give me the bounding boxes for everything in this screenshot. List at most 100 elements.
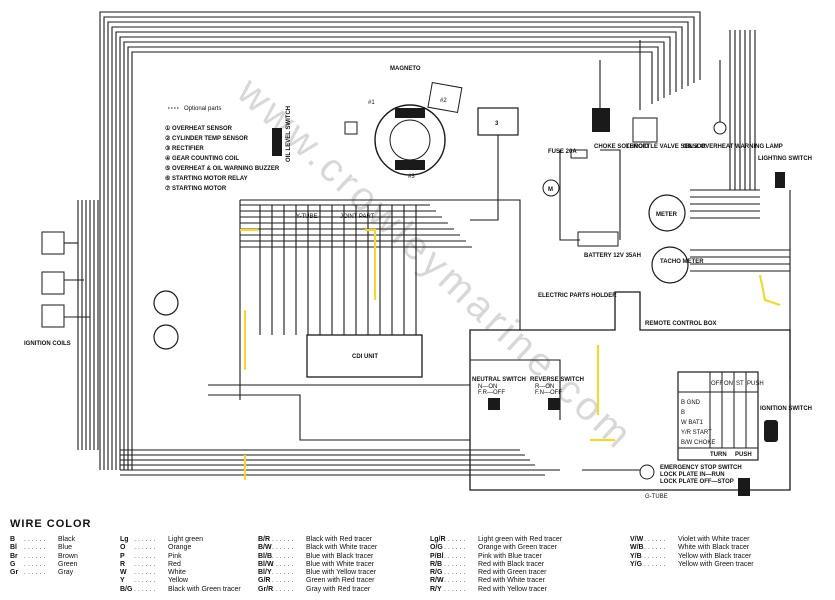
svg-text:① OVERHEAT SENSOR: ① OVERHEAT SENSOR: [165, 125, 233, 132]
wire-color-leader: . . . . . .: [444, 552, 466, 560]
svg-text:TURN: TURN: [710, 452, 727, 458]
wire-color-name: Brown: [58, 552, 78, 560]
cdi-unit: CDI UNIT: [306, 334, 423, 378]
svg-text:#1: #1: [368, 100, 375, 106]
oil-level-switch: OIL LEVEL SWITCH: [272, 106, 292, 162]
wire-color-name: Blue with White tracer: [306, 560, 375, 568]
wire-color-column: Lg/R. . . . . .Light green with Red trac…: [430, 536, 562, 594]
wire-color-entry: Br. . . . . .Brown: [10, 553, 78, 561]
wire-color-name: Pink with Blue tracer: [478, 552, 542, 560]
oil-overheat-lamp: OIL & OVERHEAT WARNING LAMP: [683, 121, 783, 150]
wire-color-code: R/B: [430, 560, 443, 568]
svg-text:⑥ STARTING MOTOR RELAY: ⑥ STARTING MOTOR RELAY: [165, 175, 248, 182]
svg-text:⑤ OVERHEAT & OIL WARNING BUZZE: ⑤ OVERHEAT & OIL WARNING BUZZER: [165, 165, 280, 172]
wire-color-code: R/W: [430, 577, 444, 585]
wire-color-entry: Y/B. . . . . .Yellow with Black tracer: [630, 553, 754, 561]
electric-parts-holder: ELECTRIC PARTS HOLDER: [538, 293, 617, 299]
emergency-stop-switch: EMERGENCY STOP SWITCH LOCK PLATE IN—RUN …: [639, 464, 750, 500]
svg-text:CDI UNIT: CDI UNIT: [352, 354, 378, 360]
wire-bundle: [64, 11, 791, 476]
svg-text:② CYLINDER TEMP SENSOR: ② CYLINDER TEMP SENSOR: [165, 135, 249, 142]
wire-color-name: Yellow with Black tracer: [678, 552, 752, 560]
g-tube-label: G-TUBE: [645, 494, 668, 500]
wire-color-code: Lg: [120, 536, 129, 543]
wire-color-code: Y: [120, 577, 125, 585]
wire-color-entry: Gr/R. . . . . .Gray with Red tracer: [258, 586, 377, 594]
svg-text:BATTERY 12V 35AH: BATTERY 12V 35AH: [584, 253, 641, 259]
wire-color-entry: W. . . . . .White: [120, 569, 241, 577]
wire-color-code: Y/B: [630, 552, 642, 560]
wire-color-entry: Bl/B. . . . . .Blue with Black tracer: [258, 553, 377, 561]
wire-color-entry: W/B. . . . . .White with Black tracer: [630, 544, 754, 552]
wire-color-code: V/W: [630, 536, 644, 543]
wire-color-name: Red with Yellow tracer: [478, 585, 547, 593]
wire-color-name: Black with White tracer: [306, 544, 378, 552]
wire-color-code: O: [120, 544, 126, 552]
wire-color-entry: P . . . . . . Pink: [120, 553, 241, 561]
svg-text:B: B: [681, 410, 685, 416]
svg-text:④ GEAR COUNTING COIL: ④ GEAR COUNTING COIL: [165, 155, 239, 162]
wire-color-code: Bl/B: [258, 552, 272, 560]
ignition-coils: IGNITION COILS: [24, 231, 71, 347]
remote-control-box: REMOTE CONTROL BOX: [469, 291, 791, 491]
tacho-meter: TACHO METER: [651, 246, 704, 284]
lighting-switch: LIGHTING SWITCH: [758, 156, 812, 188]
wire-color-name: Green with Red tracer: [306, 577, 375, 585]
svg-text:PUSH: PUSH: [747, 381, 764, 387]
svg-text:⑦ STARTING MOTOR: ⑦ STARTING MOTOR: [165, 185, 227, 192]
wire-color-leader: . . . . . .: [134, 560, 156, 568]
wire-color-leader: . . . . . .: [644, 544, 666, 552]
svg-text:③ RECTIFIER: ③ RECTIFIER: [165, 145, 204, 152]
wire-color-code: G/R: [258, 577, 271, 585]
wire-color-entry: B/R. . . . . .Black with Red tracer: [258, 536, 377, 544]
wire-color-leader: . . . . . .: [644, 536, 666, 543]
wire-color-code: P: [120, 552, 125, 560]
wire-color-leader: . . . . . .: [272, 544, 294, 552]
svg-text:N—ON: N—ON: [478, 384, 497, 390]
svg-text:F.R—OFF: F.R—OFF: [478, 390, 505, 396]
fuse: FUSE 20A: [548, 149, 588, 159]
wire-color-entry: G/R. . . . . .Green with Red tracer: [258, 577, 377, 585]
wire-color-leader: . . . . . .: [134, 552, 156, 560]
wire-color-entry: P/Bl. . . . . .Pink with Blue tracer: [430, 553, 562, 561]
wire-color-leader: . . . . . .: [272, 536, 294, 543]
wire-color-name: Light green: [168, 536, 204, 543]
wire-color-name: Black: [58, 536, 76, 543]
svg-text:Y/R START: Y/R START: [681, 430, 712, 436]
reverse-switch: REVERSE SWITCH R—ON F.N—OFF: [530, 377, 584, 410]
wire-color-code: B/G: [120, 585, 133, 593]
wire-color-code: O/G: [430, 544, 443, 552]
svg-text:LOCK PLATE IN—RUN: LOCK PLATE IN—RUN: [660, 472, 725, 478]
rectifier-label: 3: [495, 121, 499, 127]
neutral-switch: NEUTRAL SWITCH N—ON F.R—OFF: [472, 377, 526, 410]
wire-color-leader: . . . . . .: [24, 536, 46, 543]
wire-color-leader: . . . . . .: [24, 544, 46, 552]
svg-text:R—ON: R—ON: [535, 384, 554, 390]
wire-color-name: Yellow: [168, 577, 188, 585]
wire-color-leader: . . . . . .: [444, 577, 466, 585]
wire-color-name: Red with Green tracer: [478, 569, 547, 577]
wire-color-entry: Bl. . . . . .Blue: [10, 544, 78, 552]
wire-color-leader: . . . . . .: [24, 569, 46, 577]
svg-text:ON: ON: [724, 381, 733, 387]
wire-color-name: Pink: [168, 552, 182, 560]
wire-color-name: Red with Black tracer: [478, 560, 545, 568]
meter: METER: [648, 194, 686, 232]
wire-color-leader: . . . . . .: [272, 569, 294, 577]
wire-color-name: Yellow with Green tracer: [678, 560, 754, 568]
wire-color-entry: R/Y. . . . . .Red with Yellow tracer: [430, 586, 562, 594]
svg-text:M: M: [548, 187, 553, 193]
wire-color-code: B/R: [258, 536, 271, 543]
wire-color-name: Gray: [58, 569, 74, 577]
wire-color-code: W/B: [630, 544, 644, 552]
wire-color-code: G: [10, 560, 16, 568]
svg-text:METER: METER: [656, 212, 678, 218]
wire-color-code: Br: [10, 552, 18, 560]
wire-color-entry: Y/G. . . . . .Yellow with Green tracer: [630, 561, 754, 569]
svg-text:B/W CHOKE: B/W CHOKE: [681, 440, 715, 446]
wire-color-entry: O/G. . . . . .Orange with Green tracer: [430, 544, 562, 552]
wire-color-code: Lg/R: [430, 536, 446, 543]
svg-text:LIGHTING SWITCH: LIGHTING SWITCH: [758, 156, 812, 162]
wire-color-leader: . . . . . .: [134, 536, 156, 543]
